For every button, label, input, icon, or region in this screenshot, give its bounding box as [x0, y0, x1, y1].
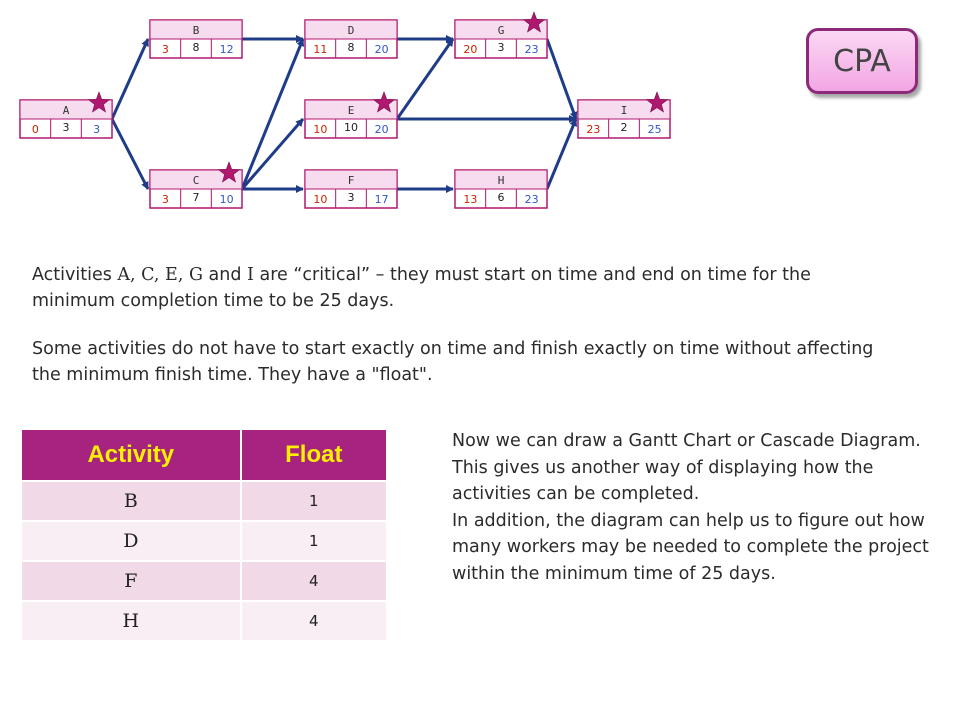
node-header [304, 169, 398, 190]
arrow-E-to-G [395, 38, 455, 120]
node-duration: 3 [63, 121, 70, 134]
node-earliest-start: 20 [463, 43, 477, 56]
node-letter: E [348, 104, 355, 117]
table-row: F 4 [22, 560, 386, 601]
critical-activities-paragraph: Activities A, C, E, G and I are “critica… [32, 262, 892, 314]
node-latest-finish: 3 [93, 123, 100, 136]
p1-part-c: and [202, 265, 248, 285]
side-text-2: In addition, the diagram can help us to … [452, 510, 929, 584]
activity-node-b: B 3 8 12 [149, 19, 243, 59]
node-letter: A [63, 104, 70, 117]
node-duration: 10 [344, 121, 358, 134]
p1-part-e: are “critical” – they must start on time… [32, 265, 811, 311]
node-duration: 2 [621, 121, 628, 134]
float-column-header: Float [240, 430, 386, 481]
node-header [304, 99, 398, 120]
node-earliest-start: 10 [313, 193, 327, 206]
node-duration: 8 [348, 41, 355, 54]
side-text-1: Now we can draw a Gantt Chart or Cascade… [452, 431, 921, 504]
activity-cell: D [22, 520, 242, 561]
activity-node-d: D 11 8 20 [304, 19, 398, 59]
node-earliest-start: 0 [32, 123, 39, 136]
activity-node-i: I 23 2 25 [577, 91, 671, 139]
activity-node-g: G 20 3 23 [454, 11, 548, 59]
node-header [304, 19, 398, 40]
node-header [577, 99, 671, 120]
activity-node-c: C 3 7 10 [149, 161, 243, 209]
node-earliest-start: 3 [162, 193, 169, 206]
float-cell: 1 [240, 480, 386, 521]
node-duration: 7 [193, 191, 200, 204]
node-latest-finish: 10 [220, 193, 234, 206]
activity-cell: F [22, 560, 242, 601]
cpa-button-label: CPA [833, 43, 891, 79]
node-duration: 3 [348, 191, 355, 204]
p1-part-a: Activities [32, 265, 118, 285]
node-latest-finish: 23 [525, 43, 539, 56]
critical-star-icon [645, 91, 669, 113]
node-header [19, 99, 113, 120]
node-latest-finish: 25 [648, 123, 662, 136]
critical-star-icon [87, 91, 111, 113]
table-row: H 4 [22, 600, 386, 640]
node-letter: I [621, 104, 628, 117]
activity-column-header: Activity [22, 430, 242, 481]
node-latest-finish: 20 [375, 123, 389, 136]
arrow-A-to-B [110, 38, 150, 120]
critical-star-icon [217, 161, 241, 183]
arrow-C-to-E [240, 118, 305, 190]
node-header [149, 19, 243, 40]
node-earliest-start: 11 [313, 43, 327, 56]
node-header [454, 19, 548, 40]
node-duration: 6 [498, 191, 505, 204]
node-header [454, 169, 548, 190]
table-row: B 1 [22, 480, 386, 521]
float-cell: 4 [240, 560, 386, 601]
float-explanation-paragraph: Some activities do not have to start exa… [32, 339, 874, 385]
activity-node-h: H 13 6 23 [454, 169, 548, 209]
node-earliest-start: 3 [162, 43, 169, 56]
node-earliest-start: 10 [313, 123, 327, 136]
node-header [149, 169, 243, 190]
node-letter: C [193, 174, 200, 187]
node-latest-finish: 23 [525, 193, 539, 206]
arrow-H-to-I [545, 118, 578, 190]
node-duration: 3 [498, 41, 505, 54]
cpa-button[interactable]: CPA [806, 28, 918, 94]
activity-cell: H [22, 600, 242, 640]
critical-star-icon [522, 11, 546, 33]
table-row: D 1 [22, 520, 386, 561]
float-cell: 1 [240, 520, 386, 561]
node-letter: G [498, 24, 505, 37]
node-duration: 8 [193, 41, 200, 54]
arrow-G-to-I [545, 38, 578, 120]
node-latest-finish: 12 [220, 43, 234, 56]
p1-last-activity: I [247, 265, 254, 285]
activity-node-a: A 0 3 3 [19, 91, 113, 139]
arrow-C-to-D [240, 38, 305, 190]
node-letter: H [498, 174, 505, 187]
critical-star-icon [372, 91, 396, 113]
node-letter: B [193, 24, 200, 37]
float-cell: 4 [240, 600, 386, 640]
float-table-header-row: Activity Float [22, 430, 386, 481]
node-latest-finish: 17 [375, 193, 389, 206]
node-latest-finish: 20 [375, 43, 389, 56]
activity-node-e: E 10 10 20 [304, 91, 398, 139]
activity-cell: B [22, 480, 242, 521]
p1-critical-list: A, C, E, G [117, 265, 203, 285]
node-earliest-start: 23 [586, 123, 600, 136]
activity-node-f: F 10 3 17 [304, 169, 398, 209]
node-letter: D [348, 24, 355, 37]
float-table: Activity Float B 1 D 1 F 4 H 4 [22, 430, 386, 640]
node-earliest-start: 13 [463, 193, 477, 206]
gantt-chart-text: Now we can draw a Gantt Chart or Cascade… [452, 428, 930, 587]
node-letter: F [348, 174, 355, 187]
arrow-A-to-C [110, 118, 150, 190]
